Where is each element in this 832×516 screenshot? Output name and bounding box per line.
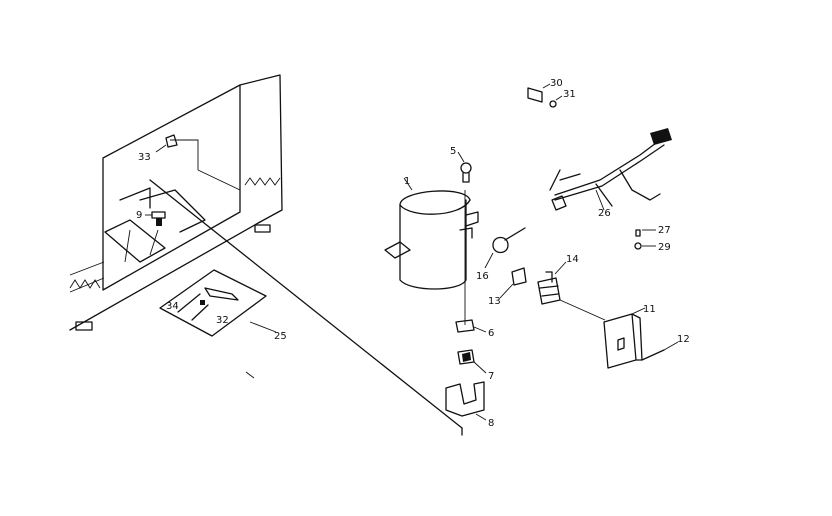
part-9-screw[interactable]	[145, 211, 166, 226]
part-14-switch[interactable]	[537, 261, 606, 321]
label-29: 29	[658, 242, 671, 253]
label-7: 7	[488, 371, 494, 382]
label-9: 9	[136, 210, 142, 221]
label-1: 1	[404, 176, 410, 187]
label-11: 11	[643, 304, 656, 315]
part-27-screw[interactable]	[635, 229, 656, 237]
label-30: 30	[550, 78, 563, 89]
label-25: 25	[274, 331, 287, 342]
cabinet-base	[69, 74, 283, 379]
part-25-kit[interactable]	[159, 269, 277, 337]
part-16-overload[interactable]	[484, 227, 526, 269]
label-26: 26	[598, 208, 611, 219]
label-32: 32	[216, 315, 229, 326]
part-29-washer[interactable]	[634, 242, 656, 250]
part-11-cover[interactable]	[603, 307, 646, 369]
label-8: 8	[488, 418, 494, 429]
label-31: 31	[563, 89, 576, 100]
refrigerant-line	[149, 179, 463, 429]
part-30-bracket[interactable]	[527, 83, 551, 103]
part-12-screw[interactable]	[641, 341, 679, 361]
part-labels: 1 5 6 7 8 9 11 12 13 14 16 25 26 27 29 3…	[136, 78, 690, 429]
label-14: 14	[566, 254, 579, 265]
label-5: 5	[450, 146, 456, 157]
part-31-screw[interactable]	[549, 95, 563, 108]
part-7-grommet[interactable]	[457, 349, 487, 374]
label-16: 16	[476, 271, 489, 282]
label-12: 12	[677, 334, 690, 345]
part-6-bracket[interactable]	[455, 319, 487, 333]
label-13: 13	[488, 296, 501, 307]
part-1-compressor[interactable]	[384, 177, 479, 290]
part-8-mount[interactable]	[445, 381, 487, 421]
part-33-grommet[interactable]	[155, 134, 178, 153]
label-6: 6	[488, 328, 494, 339]
label-33: 33	[138, 152, 151, 163]
label-27: 27	[658, 225, 671, 236]
part-5-grommet[interactable]	[457, 151, 472, 183]
part-26-wire-harness[interactable]	[549, 128, 672, 211]
label-34: 34	[166, 301, 179, 312]
part-13-relay[interactable]	[499, 267, 527, 299]
